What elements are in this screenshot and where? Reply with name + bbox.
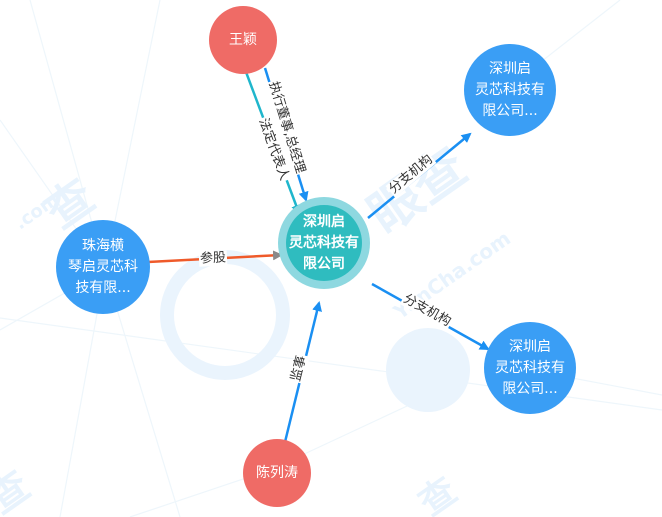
node-company-zhuhai[interactable]: 珠海横 琴启灵芯科 技有限... — [56, 220, 150, 314]
edge-label-stake: 参股 — [198, 250, 228, 267]
node-person-chenlietao[interactable]: 陈列涛 — [243, 439, 311, 507]
node-person-wangying[interactable]: 王颖 — [209, 6, 277, 74]
node-center-company[interactable]: 深圳启 灵芯科技有 限公司 — [278, 197, 370, 289]
node-person-chenlietao-label: 陈列涛 — [256, 464, 298, 481]
node-company-branch1-label: 深圳启 灵芯科技有 限公司... — [475, 60, 545, 119]
node-center-inner: 深圳启 灵芯科技有 限公司 — [286, 205, 362, 281]
node-person-wangying-label: 王颖 — [229, 31, 257, 48]
node-center-label: 深圳启 灵芯科技有 限公司 — [289, 213, 359, 272]
node-company-branch1[interactable]: 深圳启 灵芯科技有 限公司... — [464, 44, 556, 136]
node-company-zhuhai-label: 珠海横 琴启灵芯科 技有限... — [68, 237, 138, 296]
node-company-branch2[interactable]: 深圳启 灵芯科技有 限公司... — [484, 322, 576, 414]
node-company-branch2-label: 深圳启 灵芯科技有 限公司... — [495, 338, 565, 397]
